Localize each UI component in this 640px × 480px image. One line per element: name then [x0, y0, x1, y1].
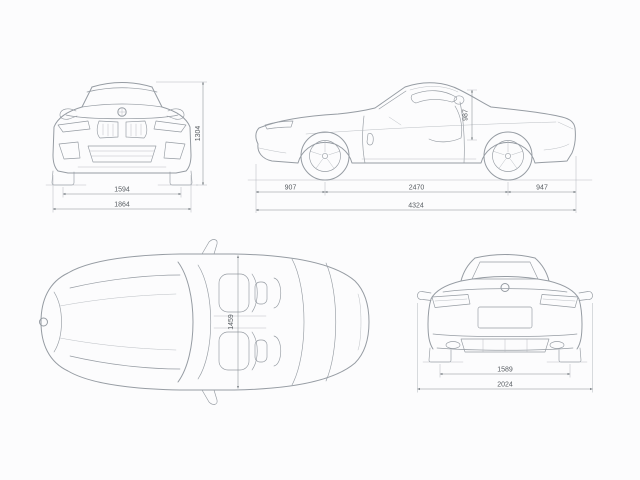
kidney-grille-right	[125, 120, 148, 139]
taillight-right	[539, 294, 579, 308]
dim-length-label: 4324	[408, 203, 424, 210]
dim-wheelbase-label: 2470	[409, 185, 425, 192]
dim-rear-width-label: 2024	[497, 382, 513, 389]
dim-rear-track-label: 1589	[497, 367, 513, 374]
mirror-right	[201, 389, 218, 405]
license-plate	[477, 306, 533, 329]
windshield-frame	[177, 261, 194, 383]
rear-view-car	[417, 254, 593, 363]
top-view-drawing: 1459	[39, 239, 370, 405]
tire-right	[558, 347, 582, 363]
diffuser	[460, 338, 550, 353]
tire-left	[428, 347, 452, 363]
bmw-roundel-icon	[500, 283, 510, 292]
dim-interior-width-label: 1459	[228, 314, 235, 330]
side-vent	[366, 133, 374, 146]
wheel-rear	[483, 131, 533, 181]
dim-rear-overhang-label: 947	[536, 185, 548, 192]
dim-front-overhang-label: 907	[285, 185, 297, 192]
dim-front-height-label: 1304	[195, 126, 202, 142]
headlight-side	[264, 120, 294, 130]
top-view-panel: 1459	[28, 232, 378, 412]
front-view-panel: 1594 1864 1304	[30, 45, 215, 230]
mirror-left	[417, 291, 432, 301]
lower-intake	[87, 145, 157, 163]
side-view-drawing: 987 907 2470 947 4324	[247, 82, 593, 213]
top-view-car	[39, 239, 370, 405]
mirror-left	[59, 108, 78, 120]
rear-view-panel: 1589 2024	[415, 248, 595, 413]
dim-front-width-label: 1864	[114, 202, 130, 209]
roll-hoops	[273, 277, 282, 367]
seat-cushion-right	[218, 331, 250, 371]
body-outline	[40, 253, 370, 391]
seat-headrest-left	[254, 281, 268, 305]
headlight-left	[57, 120, 91, 133]
kidney-grille-left	[96, 120, 119, 139]
top-view-dimensions: 1459	[228, 255, 240, 389]
body-outline	[255, 82, 576, 164]
seat-profile	[428, 105, 463, 143]
exhaust-right	[549, 341, 565, 349]
headlight-right	[153, 120, 187, 133]
side-view-car	[247, 82, 593, 181]
exhaust-left	[445, 341, 461, 349]
seat-headrest-right	[254, 339, 268, 363]
seat-cushion-left	[218, 273, 250, 313]
rear-view-drawing: 1589 2024	[417, 254, 593, 393]
side-window	[410, 90, 458, 104]
wheel-front	[300, 131, 350, 181]
mirror-right	[578, 291, 593, 301]
mirror-right	[166, 108, 185, 120]
side-view-dimensions: 987 907 2470 947 4324	[255, 89, 577, 213]
dim-cabin-height-label: 987	[463, 109, 470, 121]
front-view-dimensions: 1594 1864 1304	[52, 81, 207, 213]
dim-front-track-label: 1594	[114, 187, 130, 194]
taillight-left	[431, 294, 471, 308]
rear-view-dimensions: 1589 2024	[417, 303, 593, 393]
front-view-drawing: 1594 1864 1304	[45, 81, 207, 213]
front-view-car	[45, 82, 199, 186]
mirror-left	[201, 239, 218, 255]
side-view-panel: 987 907 2470 947 4324	[240, 40, 600, 220]
bmw-roundel-icon	[39, 317, 48, 327]
seat-headrest	[453, 95, 465, 105]
